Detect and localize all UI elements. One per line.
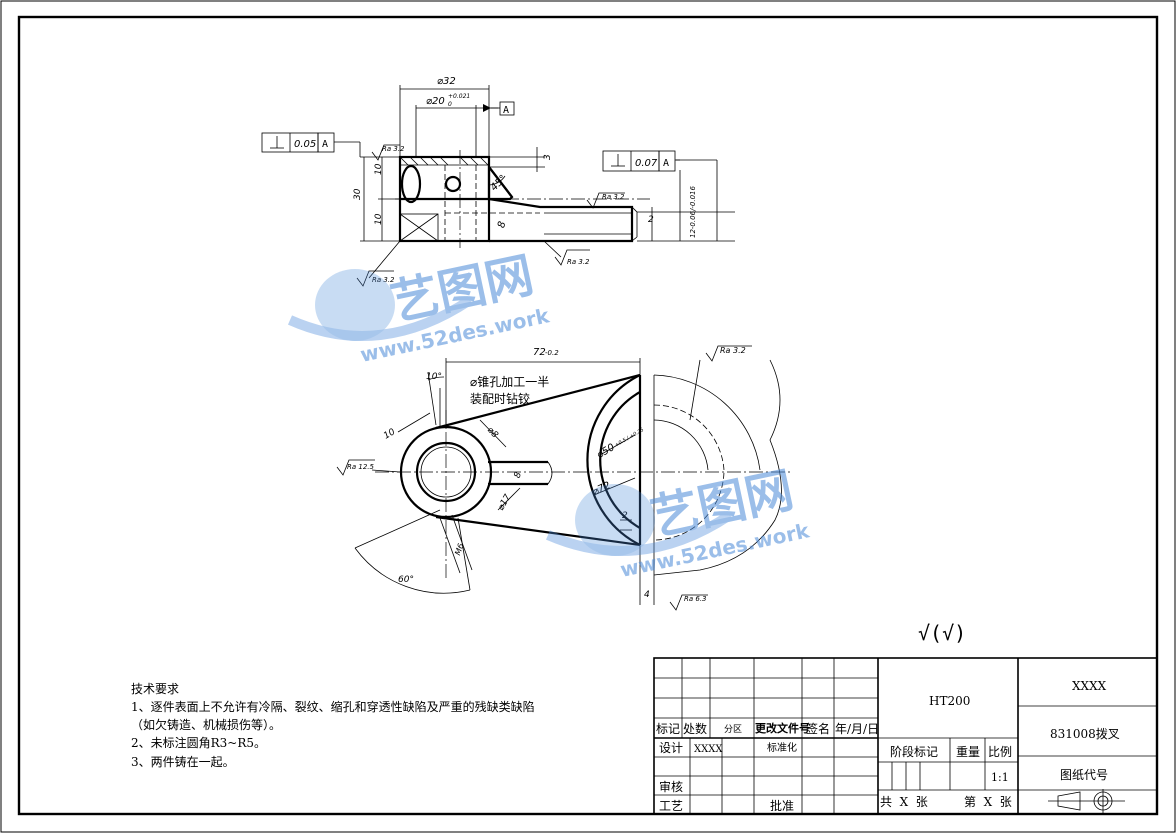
notes-line3: 2、未标注圆角R3~R5。: [131, 735, 266, 750]
ra-bottom-label: Ra 3.2: [567, 258, 590, 266]
title-block: [653, 657, 1158, 815]
title-material: HT200: [929, 694, 970, 708]
gdt-right-value: 0.07: [635, 158, 658, 169]
dim-tol-right-label: 12-0.06/-0.016: [689, 186, 697, 238]
dim-phi17-label: ⌀17: [496, 493, 513, 513]
stage-mark-label: 阶段标记: [890, 744, 938, 759]
col-count: 处数: [683, 721, 707, 736]
watermark-globe-2: [575, 484, 655, 556]
dim-60deg-label: 60°: [398, 575, 414, 585]
scale-label: 比例: [988, 745, 1012, 759]
dim-10deg-label: 10°: [426, 372, 442, 382]
watermark-2: 艺图网 www.52des.work: [546, 462, 812, 582]
total-sheets: 共 X 张: [880, 795, 928, 809]
sheet-number: 第 X 张: [964, 795, 1012, 809]
note-cone-hole-line2: 装配时钻铰: [470, 391, 530, 406]
col-mark: 标记: [656, 722, 680, 736]
notes-line2: （如欠铸造、机械损伤等）。: [131, 717, 281, 732]
ra-bottom-bottom-view: Ra 6.3: [684, 595, 707, 603]
col-date: 年/月/日: [835, 722, 879, 736]
notes-line4: 3、两件铸在一起。: [131, 754, 235, 769]
dim-72-label: 72: [533, 347, 546, 358]
gdt-right-datum: A: [663, 158, 669, 169]
dim-72-tol: -0.2: [545, 349, 559, 357]
watermark-swoosh-2: [546, 510, 733, 556]
ra-mid-label: Ra 3.2: [602, 193, 625, 201]
weight-label: 重量: [956, 745, 980, 759]
dim-phi32-label: ⌀32: [437, 76, 456, 87]
col-sign: 签名: [806, 721, 830, 736]
col-zone: 分区: [724, 724, 742, 735]
title-part-name: 831008拨叉: [1050, 727, 1120, 741]
dim-2-bottom-label: 2: [622, 511, 628, 521]
dim-4-label: 4: [644, 590, 650, 600]
title-drawing-code-label: 图纸代号: [1060, 768, 1108, 782]
dim-10-label: 10: [382, 427, 397, 442]
ra-left-bottom-view: Ra 12.5: [347, 463, 375, 471]
ra-top-bottom-view: Ra 3.2: [720, 346, 746, 355]
general-roughness-symbol: √(√): [918, 621, 966, 645]
dim-phi20-label: ⌀20: [426, 96, 445, 107]
title-company: XXXX: [1072, 679, 1107, 693]
scale-value: 1:1: [991, 771, 1009, 784]
dim-3-label: 3: [543, 154, 553, 160]
ra-lower-left-label: Ra 3.2: [372, 276, 395, 284]
dim-10-bottom-label: 10: [374, 213, 384, 225]
dim-phi50-label: ⌀50: [595, 442, 617, 461]
dim-2-label: 2: [648, 215, 654, 225]
watermark-swoosh-1: [287, 295, 473, 341]
note-cone-hole-line1: ⌀锥孔加工一半: [470, 375, 549, 389]
dim-8-label: 8: [496, 220, 508, 229]
row-standardize: 标准化: [767, 741, 797, 754]
dim-phi20-tol-lower: 0: [448, 101, 452, 108]
dim-30-label: 30: [353, 188, 363, 200]
datum-a-label: A: [503, 105, 509, 116]
row-design: 设计: [659, 741, 683, 755]
dim-10-top-label: 10: [374, 163, 384, 175]
top-view: [261, 85, 735, 287]
dim-phi20-tol-upper: +0.021: [448, 93, 470, 100]
col-change-doc: 更改文件号: [755, 721, 810, 735]
row-process: 工艺: [659, 799, 683, 813]
bottom-view: [336, 345, 790, 611]
watermark-globe-1: [315, 269, 395, 341]
watermark-1: 艺图网 www.52des.work: [287, 247, 552, 367]
gdt-left-value: 0.05: [294, 139, 316, 150]
ra-top-left-label: Ra 3.2: [382, 145, 405, 153]
dim-m6-label: M6: [453, 542, 466, 556]
dim-8-bottom-label: 8: [513, 471, 524, 480]
row-designer: XXXX: [694, 744, 723, 755]
notes-title: 技术要求: [131, 682, 179, 696]
row-review: 审核: [659, 779, 683, 794]
gdt-left-datum: A: [322, 139, 328, 150]
notes-line1: 1、逐件表面上不允许有冷隔、裂纹、缩孔和穿透性缺陷及严重的残缺类缺陷: [131, 699, 535, 714]
inner-border: [17, 15, 1159, 816]
row-approve: 批准: [770, 798, 794, 813]
